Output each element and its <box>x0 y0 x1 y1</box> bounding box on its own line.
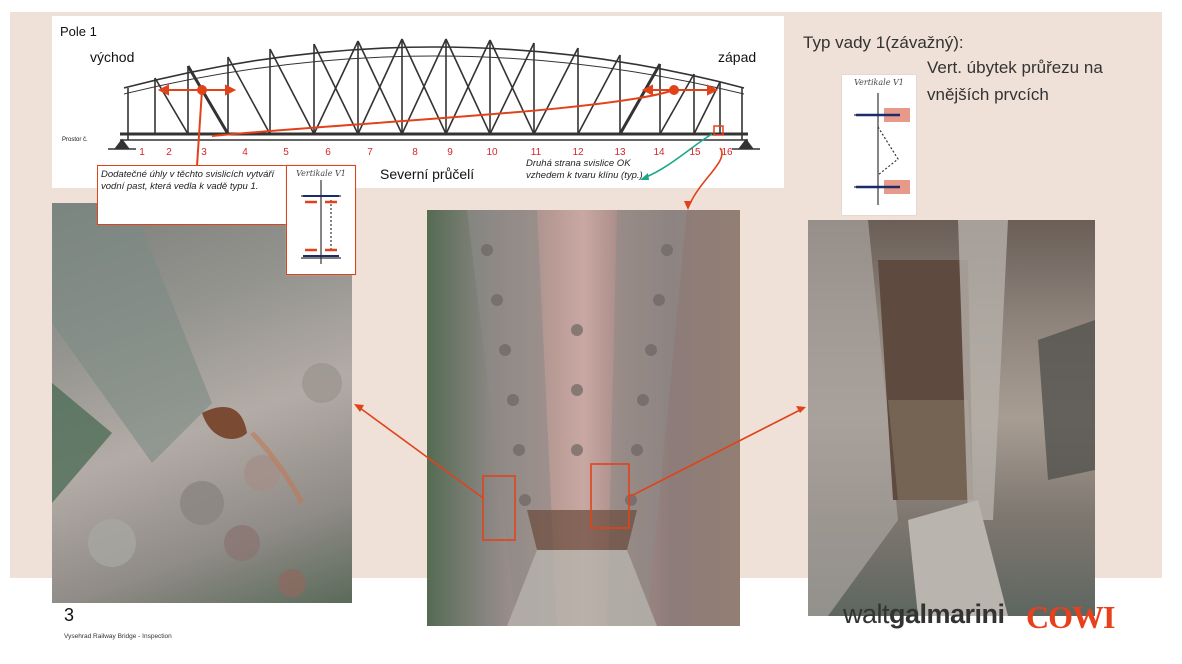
west-label: západ <box>718 49 757 65</box>
sketch-caption: Vertikale V1 <box>296 169 346 178</box>
defect-title: Typ vady 1(závažný): <box>803 33 964 52</box>
span-number: 8 <box>412 147 418 158</box>
other-side-note: Druhá strana svislice OK vzhedem k tvaru… <box>526 158 643 181</box>
span-number: 7 <box>367 147 373 158</box>
logo-walt: walt <box>843 599 890 629</box>
span-number: 5 <box>283 147 289 158</box>
photo-joint-closeup-right <box>808 220 1095 616</box>
span-number: 11 <box>531 147 542 158</box>
span-number: 13 <box>614 147 626 158</box>
span-number: 10 <box>486 147 498 158</box>
span-number: 12 <box>572 147 584 158</box>
sketch-caption-2: Vertikale V1 <box>854 78 904 87</box>
east-label: východ <box>90 49 135 65</box>
vertical-sketch-thumbnail: Vertikale V1 <box>286 165 356 275</box>
truss-drawing: 1 2 3 4 5 6 7 8 9 10 11 12 13 14 15 16 <box>108 38 760 180</box>
span-number: 15 <box>689 147 701 158</box>
span-number: 6 <box>325 147 331 158</box>
span-number: 1 <box>139 147 145 158</box>
photo-vertical-member <box>427 210 740 626</box>
logo-galmarini: galmarini <box>889 599 1005 629</box>
defect-subtitle: Vert. úbytek průřezu na vnějších prvcích <box>927 58 1103 104</box>
page-number: 3 <box>64 605 75 625</box>
pole-label: Pole 1 <box>60 24 97 39</box>
footer-caption: Vysehrad Railway Bridge - Inspection <box>64 633 172 640</box>
elevation-label: Severní průčelí <box>380 166 475 182</box>
vertical-sketch-thumbnail-2: Vertikale V1 <box>842 75 916 215</box>
waltgalmarini-logo: waltgalmarini <box>843 599 1005 630</box>
span-number: 3 <box>201 147 207 158</box>
cowi-logo: COWI <box>1026 599 1115 635</box>
span-number: 9 <box>447 147 453 158</box>
bridge-diagram: 1 2 3 4 5 6 7 8 9 10 11 12 13 14 15 16 P… <box>52 16 784 188</box>
callout-text: Dodatečné úhly v těchto svislicích vytvá… <box>101 169 275 192</box>
span-number: 2 <box>166 147 172 158</box>
span-number: 4 <box>242 147 248 158</box>
span-number: 14 <box>653 147 665 158</box>
span-number: 16 <box>721 147 733 158</box>
prostor-label: Prostor č. <box>62 137 88 143</box>
